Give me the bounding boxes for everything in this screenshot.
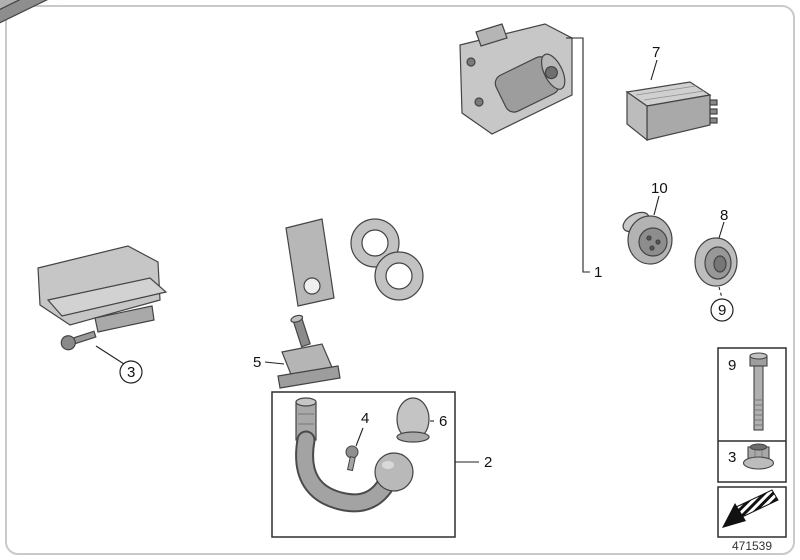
socket-item10: [622, 211, 673, 265]
support-bracket-item5: [277, 314, 341, 389]
callout-1[interactable]: 1: [594, 264, 602, 281]
control-module-item7: [625, 81, 718, 142]
callout-2[interactable]: 2: [484, 454, 492, 471]
center-bracket: [285, 218, 424, 307]
bolt-illustration: [749, 352, 768, 431]
left-mount-bracket: [37, 245, 168, 351]
legend-bolt-label[interactable]: 9: [728, 357, 736, 374]
crossmember-beam: [0, 0, 300, 84]
callout-10[interactable]: 10: [651, 180, 668, 197]
page-frame: [5, 5, 795, 555]
diagram-part-number: 471539: [732, 539, 772, 553]
swan-neck: [297, 432, 394, 511]
bolt-item4: [345, 445, 359, 472]
ball-cap-item6: [396, 397, 430, 443]
legend-nut-label[interactable]: 3: [728, 449, 736, 466]
callout-3-label: 3: [127, 364, 135, 381]
callout-3-circled[interactable]: 3: [119, 360, 143, 384]
right-mount-bracket: [459, 23, 573, 135]
callout-8[interactable]: 8: [720, 207, 728, 224]
callout-lines: [95, 37, 725, 463]
nut-illustration: [742, 443, 775, 470]
schematic-direction-arrow-icon[interactable]: [717, 486, 787, 538]
callout-7[interactable]: 7: [652, 44, 660, 61]
callout-9-label: 9: [718, 302, 726, 319]
ball-head-box: [271, 391, 456, 538]
callout-5[interactable]: 5: [253, 354, 261, 371]
callout-9-circled[interactable]: 9: [710, 298, 734, 322]
socket-item8: [694, 237, 738, 287]
hardware-legend-box: 9 3: [717, 347, 787, 483]
callout-4[interactable]: 4: [361, 410, 369, 427]
tow-ball: [374, 452, 414, 492]
callout-6[interactable]: 6: [439, 413, 447, 430]
bracket-bolt: [60, 330, 97, 351]
ball-highlight: [382, 461, 394, 469]
